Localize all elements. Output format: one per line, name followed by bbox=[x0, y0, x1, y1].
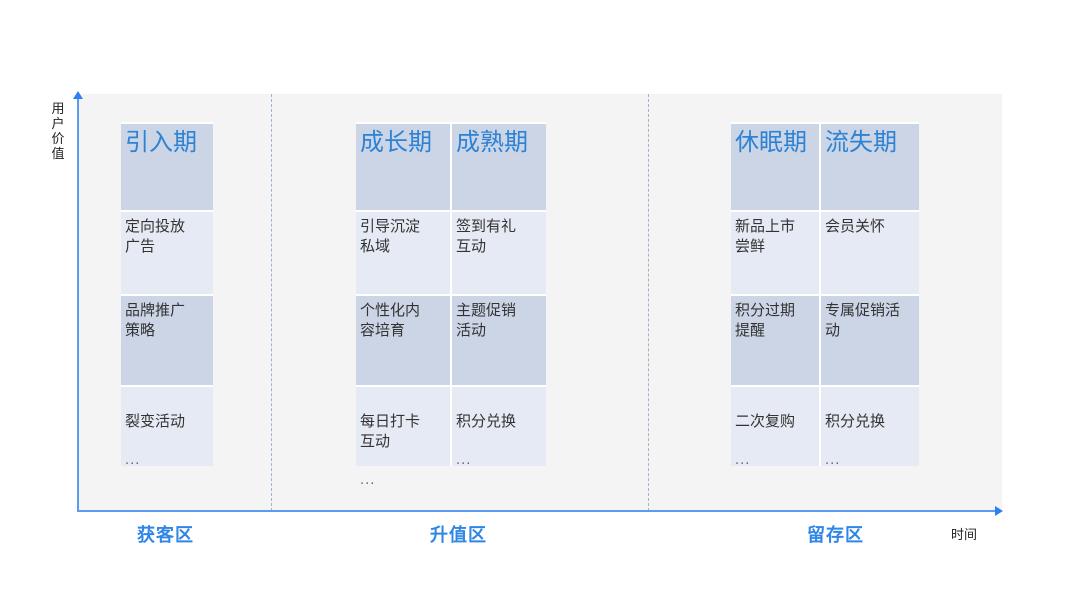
stage-item: 主题促销 活动 bbox=[452, 296, 546, 385]
stage-item: 品牌推广 策略 bbox=[121, 296, 213, 385]
zone-label-retention: 留存区 bbox=[807, 525, 864, 546]
stage-item: 二次复购 bbox=[735, 412, 796, 430]
zone-label-appreciation: 升值区 bbox=[430, 525, 487, 546]
stage-title: 休眠期 bbox=[731, 124, 819, 210]
stage-item: 裂变活动 bbox=[125, 412, 186, 430]
stage-item: 定向投放 广告 bbox=[121, 212, 213, 294]
stage-item-cell: 积分兑换 ... bbox=[452, 387, 546, 468]
stage-item: 积分兑换 bbox=[825, 412, 886, 430]
y-axis-arrow-icon bbox=[73, 91, 83, 99]
zone-label-acquisition: 获客区 bbox=[137, 525, 194, 546]
x-axis-line bbox=[77, 510, 995, 512]
stage-item: 会员关怀 bbox=[821, 212, 919, 294]
more-ellipsis: ... bbox=[125, 453, 141, 468]
x-axis-label: 时间 bbox=[951, 528, 978, 543]
more-ellipsis: ... bbox=[735, 453, 751, 468]
y-axis-label: 用户价值 bbox=[51, 102, 65, 162]
stage-item: 积分过期 提醒 bbox=[731, 296, 819, 385]
stage-item: 专属促销活 动 bbox=[821, 296, 919, 385]
zone-appreciation-table: 成长期 成熟期 引导沉淀 私域 签到有礼 互动 个性化内 容培育 主题促销 活动… bbox=[356, 122, 546, 488]
stage-item: 引导沉淀 私域 bbox=[356, 212, 450, 294]
more-ellipsis: ... bbox=[825, 453, 841, 468]
stage-title: 引入期 bbox=[121, 124, 213, 210]
stage-title: 成熟期 bbox=[452, 124, 546, 210]
stage-item: 积分兑换 bbox=[456, 412, 517, 430]
x-axis-arrow-icon bbox=[995, 506, 1003, 516]
more-ellipsis: ... bbox=[360, 473, 376, 488]
stage-item: 个性化内 容培育 bbox=[356, 296, 450, 385]
stage-item-cell: 二次复购 ... bbox=[731, 387, 819, 468]
stage-item: 签到有礼 互动 bbox=[452, 212, 546, 294]
stage-item: 每日打卡 互动 bbox=[360, 412, 421, 450]
zone-divider-2 bbox=[648, 94, 649, 511]
stage-item: 新品上市 尝鲜 bbox=[731, 212, 819, 294]
zone-divider-1 bbox=[271, 94, 272, 511]
zone-retention-table: 休眠期 流失期 新品上市 尝鲜 会员关怀 积分过期 提醒 专属促销活 动 二次复… bbox=[731, 122, 919, 468]
more-ellipsis: ... bbox=[456, 453, 472, 468]
stage-item-cell: 每日打卡 互动 ... bbox=[356, 387, 450, 488]
stage-title: 流失期 bbox=[821, 124, 919, 210]
stage-item-cell: 积分兑换 ... bbox=[821, 387, 919, 468]
y-axis-line bbox=[77, 96, 79, 511]
stage-title: 成长期 bbox=[356, 124, 450, 210]
stage-item-cell: 裂变活动 ... bbox=[121, 387, 213, 468]
zone-acquisition-table: 引入期 定向投放 广告 品牌推广 策略 裂变活动 ... bbox=[121, 122, 213, 468]
